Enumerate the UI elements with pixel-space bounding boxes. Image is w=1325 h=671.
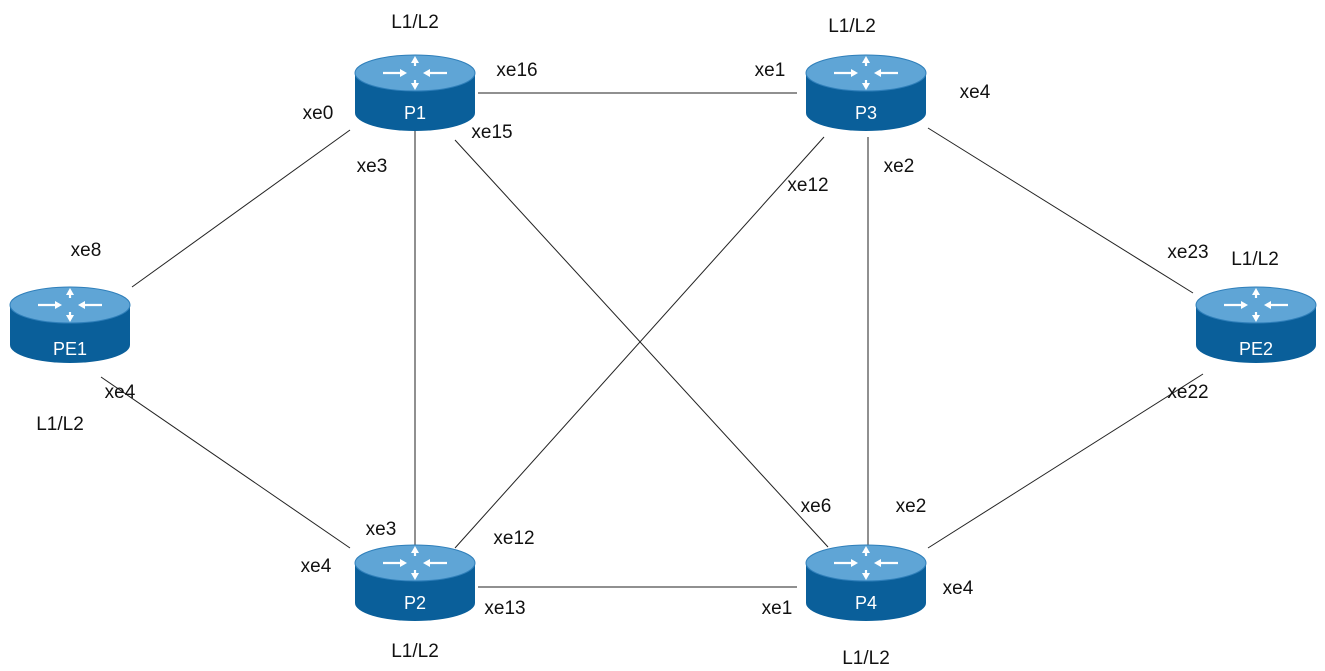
iface-label-pe2-xe23: xe23 bbox=[1167, 242, 1208, 263]
link-p1-p4 bbox=[454, 139, 829, 548]
iface-label-pe2-xe22: xe22 bbox=[1167, 382, 1208, 403]
iface-label-p2-xe13: xe13 bbox=[484, 598, 525, 619]
iface-label-p2-xe12: xe12 bbox=[493, 528, 534, 549]
iface-label-p1-xe3: xe3 bbox=[357, 156, 388, 177]
link-p1-pe1 bbox=[131, 129, 351, 288]
router-name: PE1 bbox=[53, 339, 87, 359]
iface-label-p4-xe2: xe2 bbox=[896, 496, 927, 517]
iface-label-p2-xe3: xe3 bbox=[366, 519, 397, 540]
iface-label-p4-xe1: xe1 bbox=[762, 598, 793, 619]
iface-label-p4-xe4: xe4 bbox=[943, 578, 974, 599]
router-name: PE2 bbox=[1239, 339, 1273, 359]
router-p4[interactable]: P4 bbox=[804, 543, 928, 623]
level-label-p2: L1/L2 bbox=[391, 641, 439, 662]
router-p1[interactable]: P1 bbox=[353, 53, 477, 133]
router-pe1[interactable]: PE1 bbox=[8, 285, 132, 365]
iface-label-pe1-xe4: xe4 bbox=[105, 382, 136, 403]
iface-label-pe1-xe8: xe8 bbox=[71, 240, 102, 261]
iface-label-p1-xe0: xe0 bbox=[303, 103, 334, 124]
level-labels: L1/L2 L1/L2 L1/L2 L1/L2 L1/L2 L1/L2 bbox=[36, 12, 1279, 669]
link-p4-pe2 bbox=[927, 373, 1204, 549]
router-name: P3 bbox=[855, 103, 877, 123]
iface-label-p3-xe2: xe2 bbox=[884, 156, 915, 177]
links bbox=[100, 92, 1204, 588]
iface-label-p4-xe6: xe6 bbox=[801, 496, 832, 517]
link-pe1-p2 bbox=[100, 376, 351, 549]
iface-label-p2-xe4: xe4 bbox=[301, 556, 332, 577]
link-p3-p2 bbox=[454, 136, 825, 549]
level-label-p3: L1/L2 bbox=[828, 16, 876, 37]
level-label-p4: L1/L2 bbox=[842, 648, 890, 669]
router-p2[interactable]: P2 bbox=[353, 543, 477, 623]
router-pe2[interactable]: PE2 bbox=[1194, 285, 1318, 365]
router-name: P4 bbox=[855, 593, 877, 613]
iface-label-p3-xe4: xe4 bbox=[960, 82, 991, 103]
router-name: P2 bbox=[404, 593, 426, 613]
router-p3[interactable]: P3 bbox=[804, 53, 928, 133]
level-label-pe2: L1/L2 bbox=[1231, 249, 1279, 270]
level-label-pe1: L1/L2 bbox=[36, 414, 84, 435]
iface-label-p3-xe1: xe1 bbox=[755, 60, 786, 81]
iface-label-p1-xe15: xe15 bbox=[471, 122, 512, 143]
level-label-p1: L1/L2 bbox=[391, 12, 439, 33]
interface-labels: xe16 xe0 xe3 xe15 xe1 xe12 xe2 xe4 xe8 x… bbox=[71, 60, 1209, 619]
iface-label-p3-xe12: xe12 bbox=[787, 175, 828, 196]
link-p3-pe2 bbox=[927, 127, 1194, 294]
iface-label-p1-xe16: xe16 bbox=[496, 60, 537, 81]
router-name: P1 bbox=[404, 103, 426, 123]
